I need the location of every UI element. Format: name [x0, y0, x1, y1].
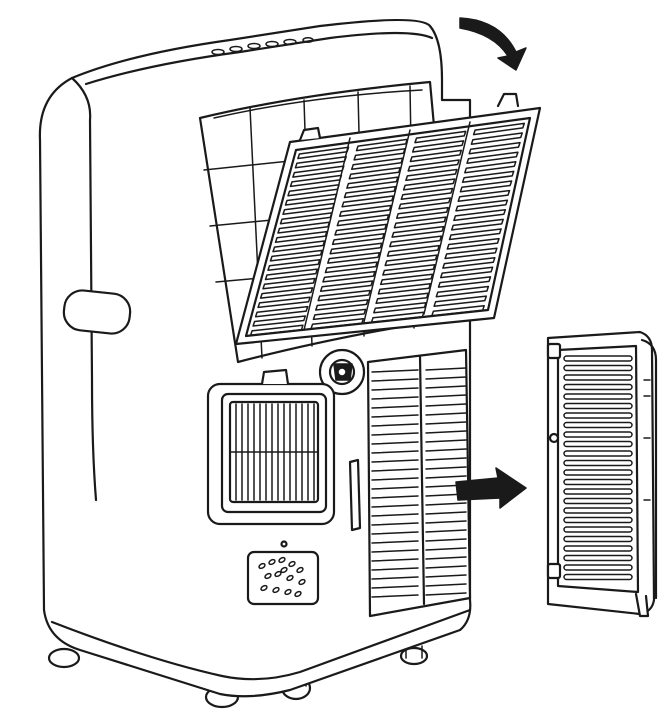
removed-filter-panel [546, 330, 658, 618]
indicator-dot [280, 540, 288, 548]
curved-arrow-icon [459, 17, 527, 71]
control-panel [211, 37, 314, 56]
upper-filter-grille-icon [234, 92, 542, 346]
drain-port-icon [318, 348, 366, 396]
portable-air-conditioner-icon [38, 18, 472, 709]
lower-filter-grille-icon [366, 348, 472, 618]
carbon-filter-icon [206, 368, 336, 526]
side-handle [62, 289, 132, 335]
right-arrow-icon [455, 467, 527, 509]
vent-panel-icon [246, 550, 320, 606]
